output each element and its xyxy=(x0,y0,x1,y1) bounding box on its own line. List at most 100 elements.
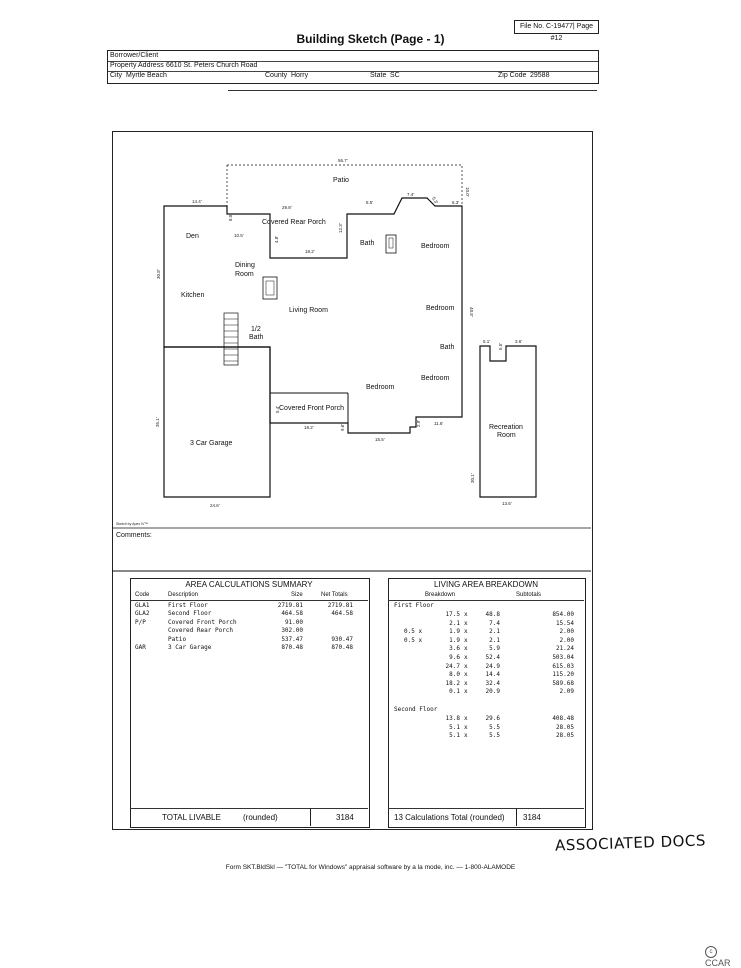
living-area-box xyxy=(388,578,586,828)
dimension: 15.5' xyxy=(375,437,385,442)
table-row: GLA1 First Floor 2719.81 2719.81 xyxy=(135,602,353,609)
comments-label: Comments: xyxy=(116,532,152,539)
area-col-code: Code xyxy=(135,592,150,598)
breakdown-dim-b: 29.6 xyxy=(485,715,500,722)
living-col-breakdown: Breakdown xyxy=(425,592,456,598)
breakdown-dim-b: 52.4 xyxy=(485,653,500,661)
breakdown-x: x xyxy=(464,645,468,653)
room-dining-1: Dining xyxy=(235,262,255,269)
state-value: SC xyxy=(390,72,400,79)
table-row: Patio 537.47 930.47 xyxy=(168,635,353,643)
first-floor-label: First Floor xyxy=(394,602,434,609)
living-area-title: LIVING AREA BREAKDOWN xyxy=(433,580,539,589)
dimension: 2.9' xyxy=(416,420,421,427)
living-total-rule xyxy=(388,808,584,809)
zip-label: Zip Code xyxy=(498,72,527,79)
breakdown-subtotal: 21.24 xyxy=(555,645,574,653)
total-livable-note: (rounded) xyxy=(243,813,278,822)
copyright-icon: c xyxy=(705,946,717,958)
living-total-value: 3184 xyxy=(523,813,541,822)
area-col-net: Net Totals xyxy=(321,592,348,598)
borrower-label: Borrower/Client xyxy=(110,52,159,59)
living-header-rule xyxy=(388,600,584,601)
dimension: 5.3' xyxy=(431,196,439,205)
area-col-size: Size xyxy=(291,592,303,598)
county-label: County xyxy=(265,72,288,79)
state-label: State xyxy=(370,72,387,79)
breakdown-subtotal: 2.00 xyxy=(559,636,574,644)
dimension: 5.5' xyxy=(498,343,503,350)
dimension: 30.8' xyxy=(156,269,161,279)
living-total-label: 13 Calculations Total (rounded) xyxy=(394,813,505,822)
breakdown-factor: 0.5 x xyxy=(404,636,423,644)
breakdown-x: x xyxy=(464,715,468,722)
breakdown-x: x xyxy=(464,723,468,731)
handwritten-note: ASSOCIATED DOCS xyxy=(554,831,707,855)
breakdown-x: x xyxy=(464,679,468,687)
breakdown-dim-b: 24.9 xyxy=(485,662,500,670)
total-livable-value: 3184 xyxy=(336,813,354,822)
city-value: Myrtle Beach xyxy=(126,72,167,79)
header-rule xyxy=(228,90,597,91)
area-rows: GLA1 First Floor 2719.81 2719.81 GLA2 Se… xyxy=(135,602,365,652)
property-label: Property Address xyxy=(110,62,164,69)
city-row: City Myrtle Beach County Horry State SC … xyxy=(108,71,598,81)
dimension: 48.8' xyxy=(469,307,474,317)
dimension: 13.6' xyxy=(502,501,512,506)
breakdown-dim-a: 0.1 xyxy=(449,688,460,696)
form-footer: Form SKT.BldSkl — "TOTAL for Windows" ap… xyxy=(225,864,516,871)
breakdown-factor: 0.5 x xyxy=(404,628,423,636)
dimension: 8.0' xyxy=(228,214,233,221)
breakdown-subtotal: 28.05 xyxy=(555,723,574,731)
breakdown-subtotal: 589.68 xyxy=(552,679,574,687)
breakdown-dim-b: 7.4 xyxy=(489,619,500,627)
breakdown-dim-b: 2.1 xyxy=(489,628,500,636)
breakdown-subtotal: 28.05 xyxy=(555,732,574,740)
ccar-watermark: cCCAR xyxy=(705,946,741,968)
dimension: 35.1' xyxy=(155,417,160,427)
breakdown-subtotal: 2.00 xyxy=(559,628,574,636)
area-calculations-box xyxy=(130,578,370,828)
room-bedroom-1: Bedroom xyxy=(421,243,450,250)
floor-plan-sketch: Patio Covered Rear Porch Den Bath Bedroo… xyxy=(112,158,591,572)
sketch-credit: Sketch by Apex IV™ xyxy=(116,522,148,526)
page-title: Building Sketch (Page - 1) xyxy=(296,32,445,46)
room-bath-right: Bath xyxy=(440,344,455,351)
breakdown-dim-a: 13.8 xyxy=(445,715,460,722)
city-label: City xyxy=(110,72,123,79)
dimension: 3.6' xyxy=(515,339,522,344)
breakdown-subtotal: 854.00 xyxy=(552,611,574,618)
county-value: Horry xyxy=(291,72,309,79)
breakdown-dim-a: 9.6 xyxy=(449,653,460,661)
breakdown-subtotal: 15.54 xyxy=(555,619,574,627)
breakdown-subtotal: 503.04 xyxy=(552,653,574,661)
dimension: 9.6' xyxy=(340,424,345,431)
room-covered-rear-porch: Covered Rear Porch xyxy=(262,219,326,226)
table-row: GLA2 Second Floor 464.58 464.58 xyxy=(135,610,353,618)
dimension: 11.6' xyxy=(434,421,443,426)
room-living-room: Living Room xyxy=(289,307,328,314)
breakdown-x: x xyxy=(464,628,468,636)
breakdown-x: x xyxy=(464,662,468,670)
breakdown-dim-b: 32.4 xyxy=(485,679,500,687)
dimension: 18.2' xyxy=(305,249,315,254)
dimension: 18.2' xyxy=(304,425,314,430)
breakdown-dim-a: 17.5 xyxy=(445,611,460,618)
file-number: File No. C-19477| Page #12 xyxy=(514,20,599,42)
borrower-row: Borrower/Client xyxy=(108,51,598,62)
dimension: 4.8' xyxy=(274,236,279,243)
room-bedroom-2: Bedroom xyxy=(426,305,455,312)
breakdown-dim-b: 14.4 xyxy=(485,671,500,679)
breakdown-subtotal: 615.03 xyxy=(552,662,574,670)
breakdown-dim-b: 2.1 xyxy=(489,636,500,644)
room-bath-upper: Bath xyxy=(360,240,375,247)
table-row: P/P Covered Front Porch 91.00 xyxy=(135,618,303,626)
